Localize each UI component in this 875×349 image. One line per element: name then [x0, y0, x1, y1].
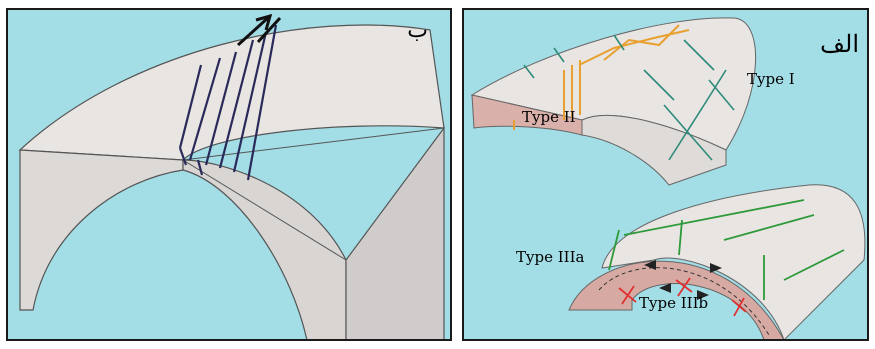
type1-label: Type I [747, 70, 795, 88]
fold-right-side [346, 128, 444, 341]
panel-b-anticline: ب [6, 8, 452, 341]
type3b-label: Type IIIb [639, 294, 708, 312]
panel-alef-fracture-types: الف Type I Type II Type IIIa Type IIIb [462, 8, 869, 341]
type3a-label: Type IIIa [516, 248, 584, 266]
anticline-fold-drawing [8, 10, 452, 341]
fold-top-surface [20, 25, 444, 160]
panel-alef-label: الف [820, 30, 859, 58]
type2-label: Type II [522, 108, 576, 126]
panel-b-label: ب [407, 18, 428, 43]
fold-edge [183, 160, 346, 260]
fracture-types-drawing [464, 10, 869, 341]
fold-front-face [20, 150, 183, 310]
fold-front-face-right [183, 160, 346, 341]
